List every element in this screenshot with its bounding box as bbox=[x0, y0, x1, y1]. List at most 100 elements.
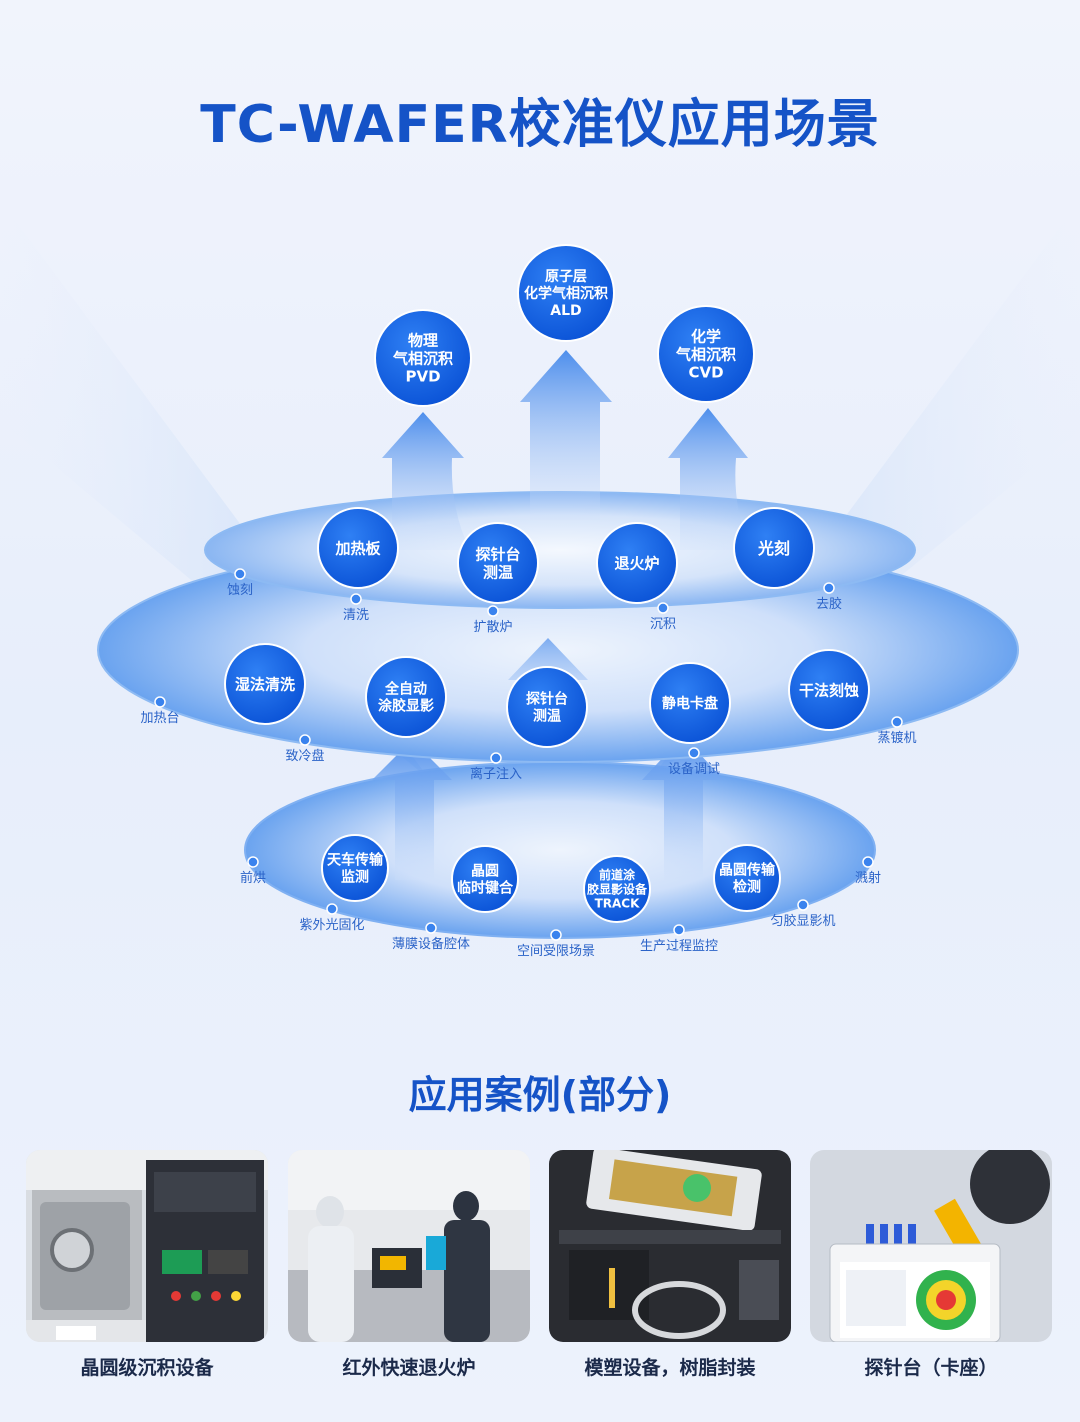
node-ald-label-1: 化学气相沉积 bbox=[524, 285, 608, 302]
node-pvd-label-0: 物理 bbox=[408, 331, 438, 349]
case-caption-rta: 红外快速退火炉 bbox=[342, 1357, 476, 1379]
case-caption-deposition: 晶圆级沉积设备 bbox=[80, 1357, 214, 1379]
node-annealing-furnace-label-0: 退火炉 bbox=[614, 554, 659, 572]
case-image-probe bbox=[810, 1150, 1052, 1342]
ring1_dots-dot-0 bbox=[234, 568, 246, 580]
case-caption-molding: 模塑设备，树脂封装 bbox=[584, 1357, 756, 1379]
ring1_dots-dot-label-2: 扩散炉 bbox=[473, 620, 512, 635]
node-pvd-circle bbox=[374, 309, 472, 407]
node-wafer-transfer-label-0: 晶圆传输 bbox=[719, 862, 776, 879]
node-track-label-0: 前道涂 bbox=[599, 867, 636, 882]
node-wet-cleaning-circle bbox=[224, 643, 306, 725]
node-annealing-furnace: 退火炉 bbox=[596, 522, 678, 604]
ring1_dots-dot-3 bbox=[657, 602, 669, 614]
node-wafer-transfer-circle bbox=[713, 844, 781, 912]
node-pvd-label-2: PVD bbox=[405, 367, 440, 385]
arrow-to-ald bbox=[520, 350, 612, 520]
node-ald-label-2: ALD bbox=[550, 303, 581, 319]
node-auto-coater-label-0: 全自动 bbox=[384, 681, 427, 698]
arrow-to-pvd bbox=[382, 412, 470, 550]
node-ohs-monitor-label-0: 天车传输 bbox=[327, 852, 384, 869]
ring3_dots-dot-1 bbox=[326, 903, 338, 915]
ring1_dots-dot-4 bbox=[823, 582, 835, 594]
node-lithography-circle bbox=[733, 507, 815, 589]
node-wafer-transfer-label-1: 检测 bbox=[733, 878, 761, 895]
node-dry-etching-label-0: 干法刻蚀 bbox=[799, 681, 859, 699]
ring2_dots-dot-3 bbox=[688, 747, 700, 759]
ring1_dots-dot-1 bbox=[350, 593, 362, 605]
node-ohs-monitor-label-1: 监测 bbox=[341, 868, 369, 885]
node-probe-station-1-label-0: 探针台 bbox=[475, 545, 520, 563]
ring3_dots-dot-label-5: 匀胶显影机 bbox=[770, 913, 835, 929]
ring3_dots-dot-2 bbox=[425, 922, 437, 934]
ring3_dots-dot-4 bbox=[673, 924, 685, 936]
ring3_dots-dot-0 bbox=[247, 856, 259, 868]
node-temp-bonding-label-0: 晶圆 bbox=[471, 864, 499, 880]
ring1_dots-dot-label-4: 去胶 bbox=[816, 596, 842, 612]
application-diagram: 蚀刻清洗扩散炉沉积去胶加热台致冷盘离子注入设备调试蒸镀机前烘紫外光固化薄膜设备腔… bbox=[0, 200, 1080, 959]
node-electrostatic-chuck-circle bbox=[649, 662, 731, 744]
node-auto-coater-label-1: 涂胶显影 bbox=[378, 697, 434, 714]
node-annealing-furnace-circle bbox=[596, 522, 678, 604]
ring2_dots-dot-2 bbox=[490, 752, 502, 764]
ring1_dots-dot-label-3: 沉积 bbox=[650, 617, 676, 632]
arrow-bottom-right bbox=[642, 736, 724, 880]
node-pvd-label-1: 气相沉积 bbox=[392, 349, 453, 367]
node-cvd-label-0: 化学 bbox=[691, 327, 721, 345]
node-electrostatic-chuck-label-0: 静电卡盘 bbox=[662, 695, 718, 712]
node-wet-cleaning: 湿法清洗 bbox=[224, 643, 306, 725]
ring3_dots-dot-label-0: 前烘 bbox=[240, 870, 266, 886]
case-image-deposition bbox=[26, 1150, 268, 1342]
cases-title: 应用案例(部分) bbox=[408, 1073, 672, 1117]
ring2_dots-dot-label-4: 蒸镀机 bbox=[877, 730, 916, 746]
case-caption-probe: 探针台（卡座） bbox=[864, 1357, 998, 1379]
node-lithography-label-0: 光刻 bbox=[757, 539, 790, 558]
node-dry-etching-circle bbox=[788, 649, 870, 731]
ring1_dots-dot-label-1: 清洗 bbox=[343, 608, 369, 623]
ring2_dots-dot-1 bbox=[299, 734, 311, 746]
node-temp-bonding-label-1: 临时键合 bbox=[457, 879, 514, 896]
ring3_dots-dot-label-4: 生产过程监控 bbox=[640, 939, 718, 954]
node-probe-station-1-circle bbox=[457, 522, 539, 604]
ring3_dots-dot-3 bbox=[550, 929, 562, 941]
node-cvd-circle bbox=[657, 305, 755, 403]
node-ald-label-0: 原子层 bbox=[545, 269, 587, 285]
node-cvd-label-1: 气相沉积 bbox=[675, 345, 736, 363]
ring1_dots-dot-2 bbox=[487, 605, 499, 617]
ring3_dots-dot-label-6: 溅射 bbox=[855, 870, 881, 886]
ring2_dots-dot-label-2: 离子注入 bbox=[470, 766, 522, 782]
ring3_dots-dot-label-3: 空间受限场景 bbox=[517, 944, 595, 959]
node-ald-circle bbox=[517, 244, 615, 342]
node-probe-station-1-label-1: 测温 bbox=[483, 563, 513, 581]
node-temp-bonding-circle bbox=[451, 845, 519, 913]
node-probe-station-2-label-1: 测温 bbox=[533, 707, 561, 724]
node-electrostatic-chuck: 静电卡盘 bbox=[649, 662, 731, 744]
page-title: TC-WAFER校准仪应用场景 bbox=[200, 95, 880, 155]
ring3_dots-dot-5 bbox=[797, 899, 809, 911]
ring2_dots-dot-0 bbox=[154, 696, 166, 708]
arrow-bottom-left bbox=[372, 740, 452, 880]
ring1_dots-dot-label-0: 蚀刻 bbox=[227, 583, 253, 598]
ring3_dots-dot-6 bbox=[862, 856, 874, 868]
ring2_dots-dot-label-3: 设备调试 bbox=[668, 761, 720, 777]
node-track-label-1: 胶显影设备 bbox=[587, 881, 648, 896]
case-image-molding bbox=[549, 1150, 791, 1342]
node-track-circle bbox=[583, 855, 651, 923]
ring3_dots-dot-label-1: 紫外光固化 bbox=[299, 918, 364, 933]
node-heating-plate-label-0: 加热板 bbox=[334, 539, 381, 557]
ring2_dots-dot-label-1: 致冷盘 bbox=[285, 748, 324, 764]
node-heating-plate: 加热板 bbox=[317, 507, 399, 589]
arrow-to-cvd bbox=[668, 408, 752, 550]
case-image-rta bbox=[288, 1150, 530, 1342]
node-ohs-monitor-circle bbox=[321, 834, 389, 902]
node-cvd-label-2: CVD bbox=[688, 363, 723, 381]
node-probe-station-2-circle bbox=[506, 666, 588, 748]
node-lithography: 光刻 bbox=[733, 507, 815, 589]
